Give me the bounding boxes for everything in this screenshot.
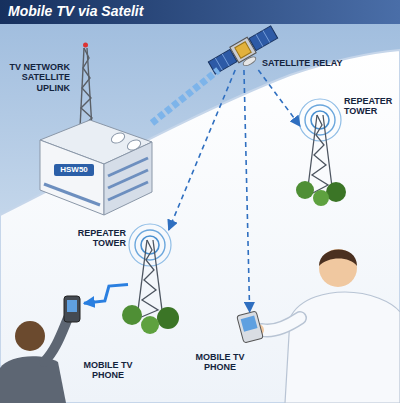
satellite	[208, 49, 237, 74]
repeater-tower	[141, 316, 159, 334]
uplink-building	[40, 140, 104, 215]
satellite	[263, 30, 270, 42]
mobile-phone	[67, 300, 77, 312]
satellite	[249, 26, 278, 51]
uplink-building	[126, 138, 142, 152]
repeater-tower	[309, 115, 328, 195]
uplink-building: TV NETWORK SATELLITE UPLINK	[40, 120, 152, 215]
relay-signal-arrow	[258, 70, 300, 126]
logo-text: HSW50	[54, 165, 94, 175]
uplink-building	[104, 142, 152, 215]
repeater-tower	[296, 99, 346, 206]
repeater-tower	[157, 307, 179, 329]
viewer-person	[319, 249, 357, 287]
uplink-mast	[80, 43, 92, 129]
title-bar	[0, 0, 400, 24]
node-label: REPEATER TOWER	[70, 228, 126, 249]
node-label: REPEATER TOWER	[344, 96, 398, 117]
viewer-person	[252, 249, 400, 403]
viewer-person	[15, 321, 45, 351]
repeater-tower	[313, 190, 329, 206]
satellite	[222, 54, 229, 66]
relay-signal-arrow	[169, 70, 235, 230]
uplink-building	[44, 184, 100, 205]
repeater-tower	[153, 240, 163, 318]
repeater-tower	[307, 115, 333, 195]
viewer-person	[319, 249, 357, 266]
node-label: TV NETWORK SATELLITE UPLINK	[2, 62, 70, 93]
repeater-tower	[122, 224, 179, 334]
satellite-relay: SATELLITE RELAY	[215, 30, 272, 70]
mobile-phone: MOBILE TV PHONE	[238, 312, 262, 342]
satellite	[256, 34, 263, 46]
ground	[0, 50, 400, 403]
mobile-phone	[237, 311, 264, 343]
repeater-tower: REPEATER TOWER	[300, 108, 340, 198]
uplink-mast	[83, 43, 88, 48]
mobile-phone	[64, 296, 80, 322]
uplink-signal	[152, 70, 218, 123]
viewer-person	[0, 311, 75, 403]
uplink-building	[110, 131, 126, 145]
viewer-person	[262, 318, 300, 331]
node-label: MOBILE TV PHONE	[78, 360, 138, 381]
uplink-mast	[80, 48, 92, 128]
viewer-person	[285, 292, 400, 403]
mobile-phone	[237, 311, 264, 343]
repeater-tower	[139, 240, 158, 318]
satellite	[242, 55, 257, 67]
repeater-tower	[137, 240, 163, 318]
relay-signal-arrow	[244, 70, 250, 312]
node-label: MOBILE TV PHONE	[190, 352, 250, 373]
title: Mobile TV via Satelit	[8, 3, 143, 20]
node-label: SATELLITE RELAY	[262, 58, 372, 68]
broadcast-bolt	[84, 284, 128, 303]
mobile-phone	[241, 316, 258, 332]
repeater-tower	[296, 181, 314, 199]
uplink-building	[54, 164, 94, 176]
repeater-tower: REPEATER TOWER	[128, 230, 172, 320]
viewer-person	[262, 318, 300, 331]
uplink-building	[40, 120, 152, 215]
title-bar	[0, 0, 400, 24]
satellite	[235, 42, 251, 58]
repeater-tower	[326, 182, 346, 202]
mobile-phone: MOBILE TV PHONE	[62, 294, 84, 322]
mobile-phone	[64, 296, 80, 322]
viewer-person	[0, 356, 66, 403]
viewer-person	[44, 318, 68, 362]
repeater-tower	[122, 305, 142, 325]
uplink-building	[108, 182, 148, 200]
ground	[0, 50, 400, 403]
